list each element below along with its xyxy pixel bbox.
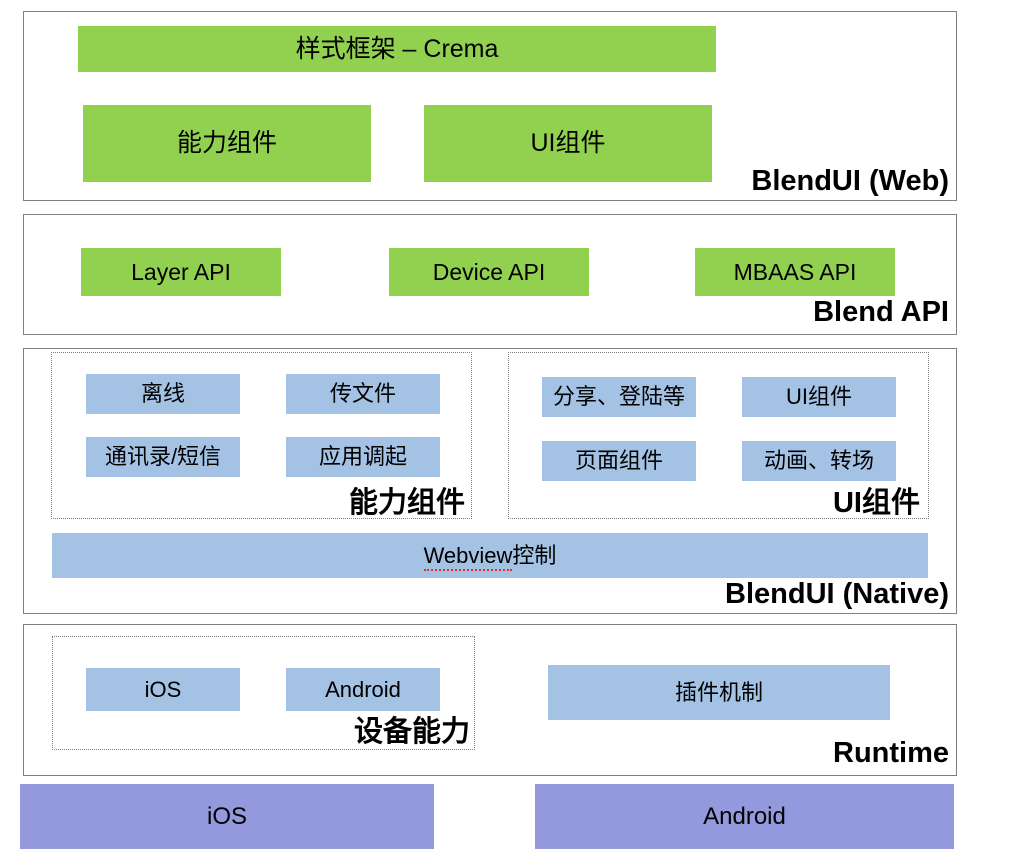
box-os-ios[interactable]: iOS [20, 784, 434, 849]
box-os-android[interactable]: Android [535, 784, 954, 849]
box-mbaas-api[interactable]: MBAAS API [695, 248, 895, 296]
box-webview-control[interactable]: Webview控制 [52, 533, 928, 578]
group-label-ability-components: 能力组件 [348, 487, 465, 519]
webview-control-suffix: 控制 [512, 542, 557, 568]
layer-label-runtime: Runtime [833, 737, 949, 769]
layer-label-blend-api: Blend API [813, 296, 949, 328]
box-plugin-mechanism[interactable]: 插件机制 [548, 665, 890, 720]
box-layer-api[interactable]: Layer API [81, 248, 281, 296]
box-share-login[interactable]: 分享、登陆等 [542, 377, 696, 417]
box-style-framework-crema[interactable]: 样式框架 – Crema [78, 26, 716, 72]
box-runtime-ios[interactable]: iOS [86, 668, 240, 711]
layer-label-blendui-native: BlendUI (Native) [725, 578, 949, 610]
box-device-api[interactable]: Device API [389, 248, 589, 296]
webview-misspelled-text: Webview [423, 542, 513, 572]
layer-label-blendui-web: BlendUI (Web) [751, 165, 949, 197]
box-native-ui-components[interactable]: UI组件 [742, 377, 896, 417]
box-app-invoke[interactable]: 应用调起 [286, 437, 440, 477]
box-web-ability-components[interactable]: 能力组件 [83, 105, 371, 182]
box-page-components[interactable]: 页面组件 [542, 441, 696, 481]
box-offline[interactable]: 离线 [86, 374, 240, 414]
box-runtime-android[interactable]: Android [286, 668, 440, 711]
group-label-ui-components: UI组件 [832, 487, 920, 519]
box-animation-transition[interactable]: 动画、转场 [742, 441, 896, 481]
group-label-device-capability: 设备能力 [353, 716, 470, 748]
box-web-ui-components[interactable]: UI组件 [424, 105, 712, 182]
box-file-transfer[interactable]: 传文件 [286, 374, 440, 414]
box-contacts-sms[interactable]: 通讯录/短信 [86, 437, 240, 477]
